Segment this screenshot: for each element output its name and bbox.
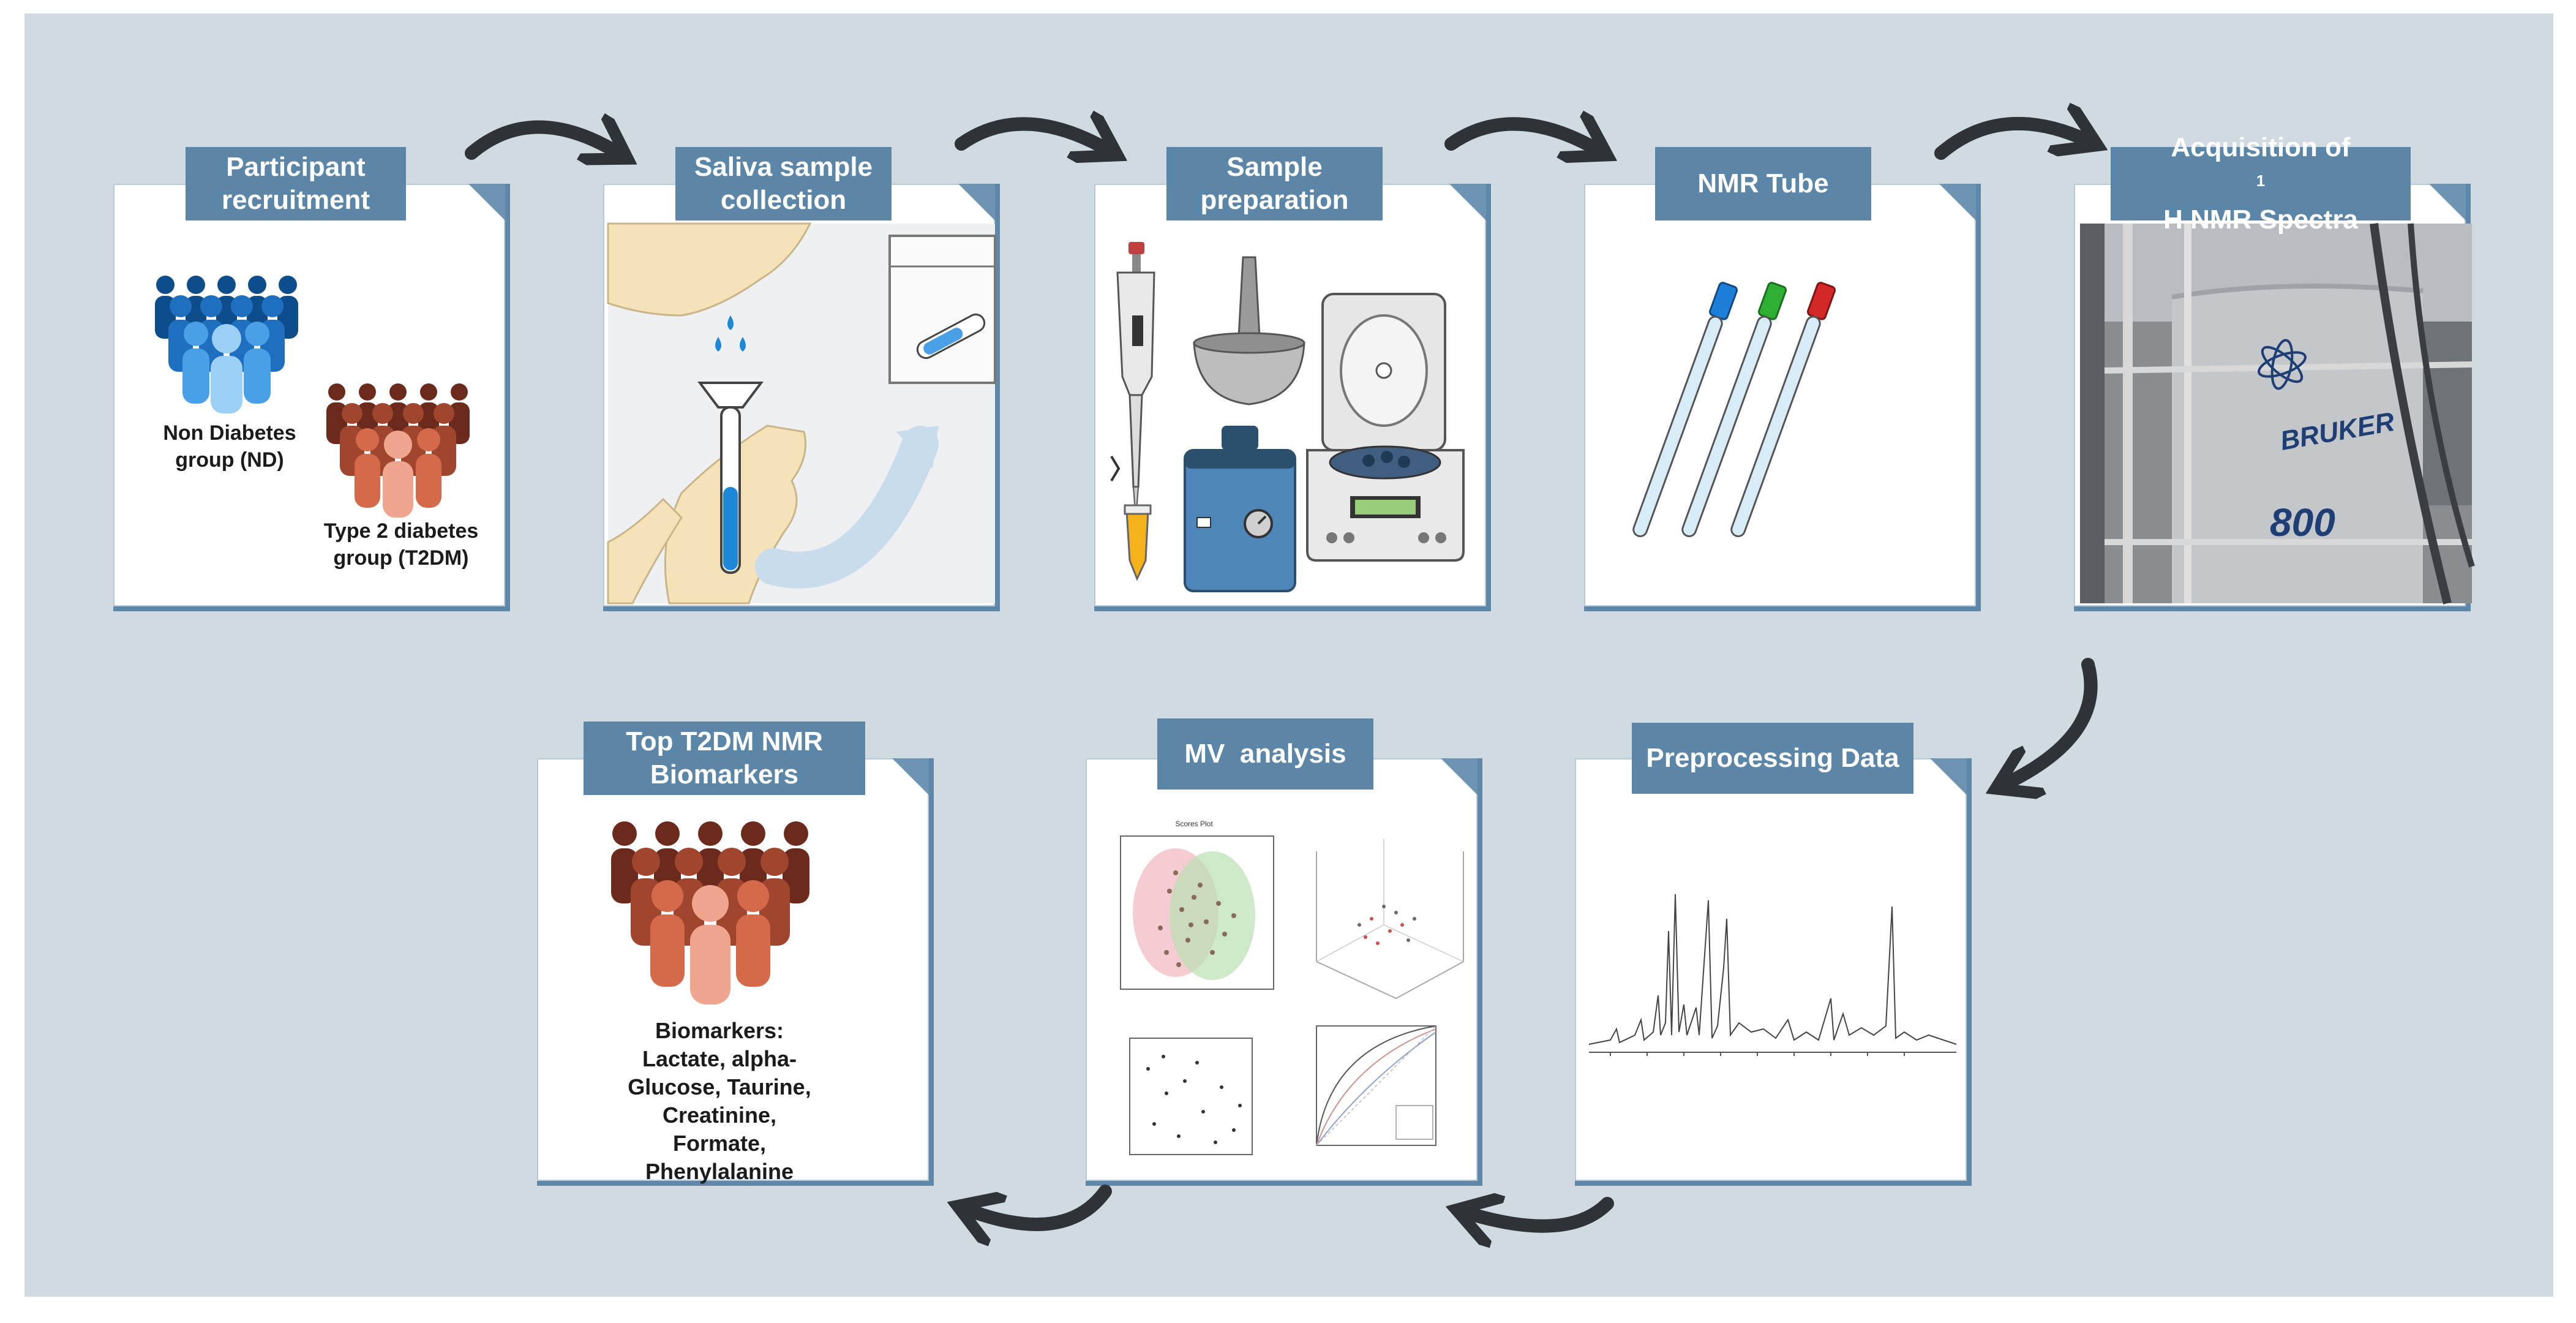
biomarker-people-icon [611, 821, 809, 1005]
nmr-spectrometer-photo: BRUKER 800 [2080, 223, 2475, 605]
nd-people-icon [155, 276, 298, 413]
t2dm-people-icon [326, 383, 470, 518]
magnet-800-text: 800 [2270, 500, 2335, 545]
saliva-collection-header: Saliva sample collection [675, 147, 892, 221]
card-fold [958, 184, 995, 221]
card-fold [892, 758, 929, 795]
nmr-spectrum-plot [1588, 894, 1957, 1056]
nmr-tube-header: NMR Tube [1655, 147, 1871, 221]
acquisition-header-sup: 1 [2256, 171, 2266, 190]
arrow-3-to-4 [1444, 124, 1598, 150]
card-top-biomarkers [537, 758, 934, 1186]
vortex-mixer-icon [1184, 426, 1296, 592]
nmr-tubes-icon [1632, 282, 1836, 537]
mortar-pestle-icon [1193, 256, 1305, 405]
arrow-5-to-6 [2005, 658, 2098, 784]
card-fold [1449, 184, 1486, 221]
scores-plot: Scores Plot [1120, 820, 1274, 990]
scatter-plot [1129, 1038, 1253, 1155]
participant-recruitment-header: Participant recruitment [186, 147, 406, 221]
3d-scores-plot [1316, 839, 1464, 1000]
arrow-6-to-7 [1466, 1204, 1614, 1226]
roc-curve-plot [1316, 1025, 1436, 1146]
arrow-4-to-5 [1934, 124, 2088, 160]
mv-analysis-header: MV analysis [1157, 718, 1373, 790]
scores-plot-title: Scores Plot [1175, 820, 1213, 828]
card-fold [2429, 184, 2466, 221]
arrow-7-to-8 [967, 1185, 1112, 1224]
card-fold [1939, 184, 1976, 221]
centrifuge-icon [1306, 293, 1465, 562]
saliva-collection-illustration [607, 222, 996, 605]
top-biomarkers-header: Top T2DM NMR Biomarkers [584, 722, 865, 795]
preprocessing-header: Preprocessing Data [1632, 723, 1913, 794]
card-fold [468, 184, 505, 221]
acquisition-header-post: H NMR Spectra [2163, 205, 2358, 235]
card-fold [1441, 758, 1478, 795]
arrow-1-to-2 [465, 127, 618, 154]
acquisition-header-pre: Acquisition of [2171, 132, 2351, 162]
biomarkers-list: Biomarkers: Lactate, alpha-Glucose, Taur… [628, 1018, 811, 1184]
nd-group-label: Non Diabetes group (ND) [163, 421, 296, 472]
pipette-icon [1110, 242, 1155, 581]
acquisition-header: Acquisition of 1 H NMR Spectra [2111, 132, 2411, 235]
card-preprocessing [1575, 758, 1972, 1186]
card-fold [1930, 758, 1967, 795]
arrow-2-to-3 [955, 124, 1108, 150]
card-participant-recruitment [113, 184, 510, 611]
sample-preparation-header: Sample preparation [1166, 147, 1383, 221]
t2dm-group-label: Type 2 diabetes group (T2DM) [323, 519, 479, 570]
